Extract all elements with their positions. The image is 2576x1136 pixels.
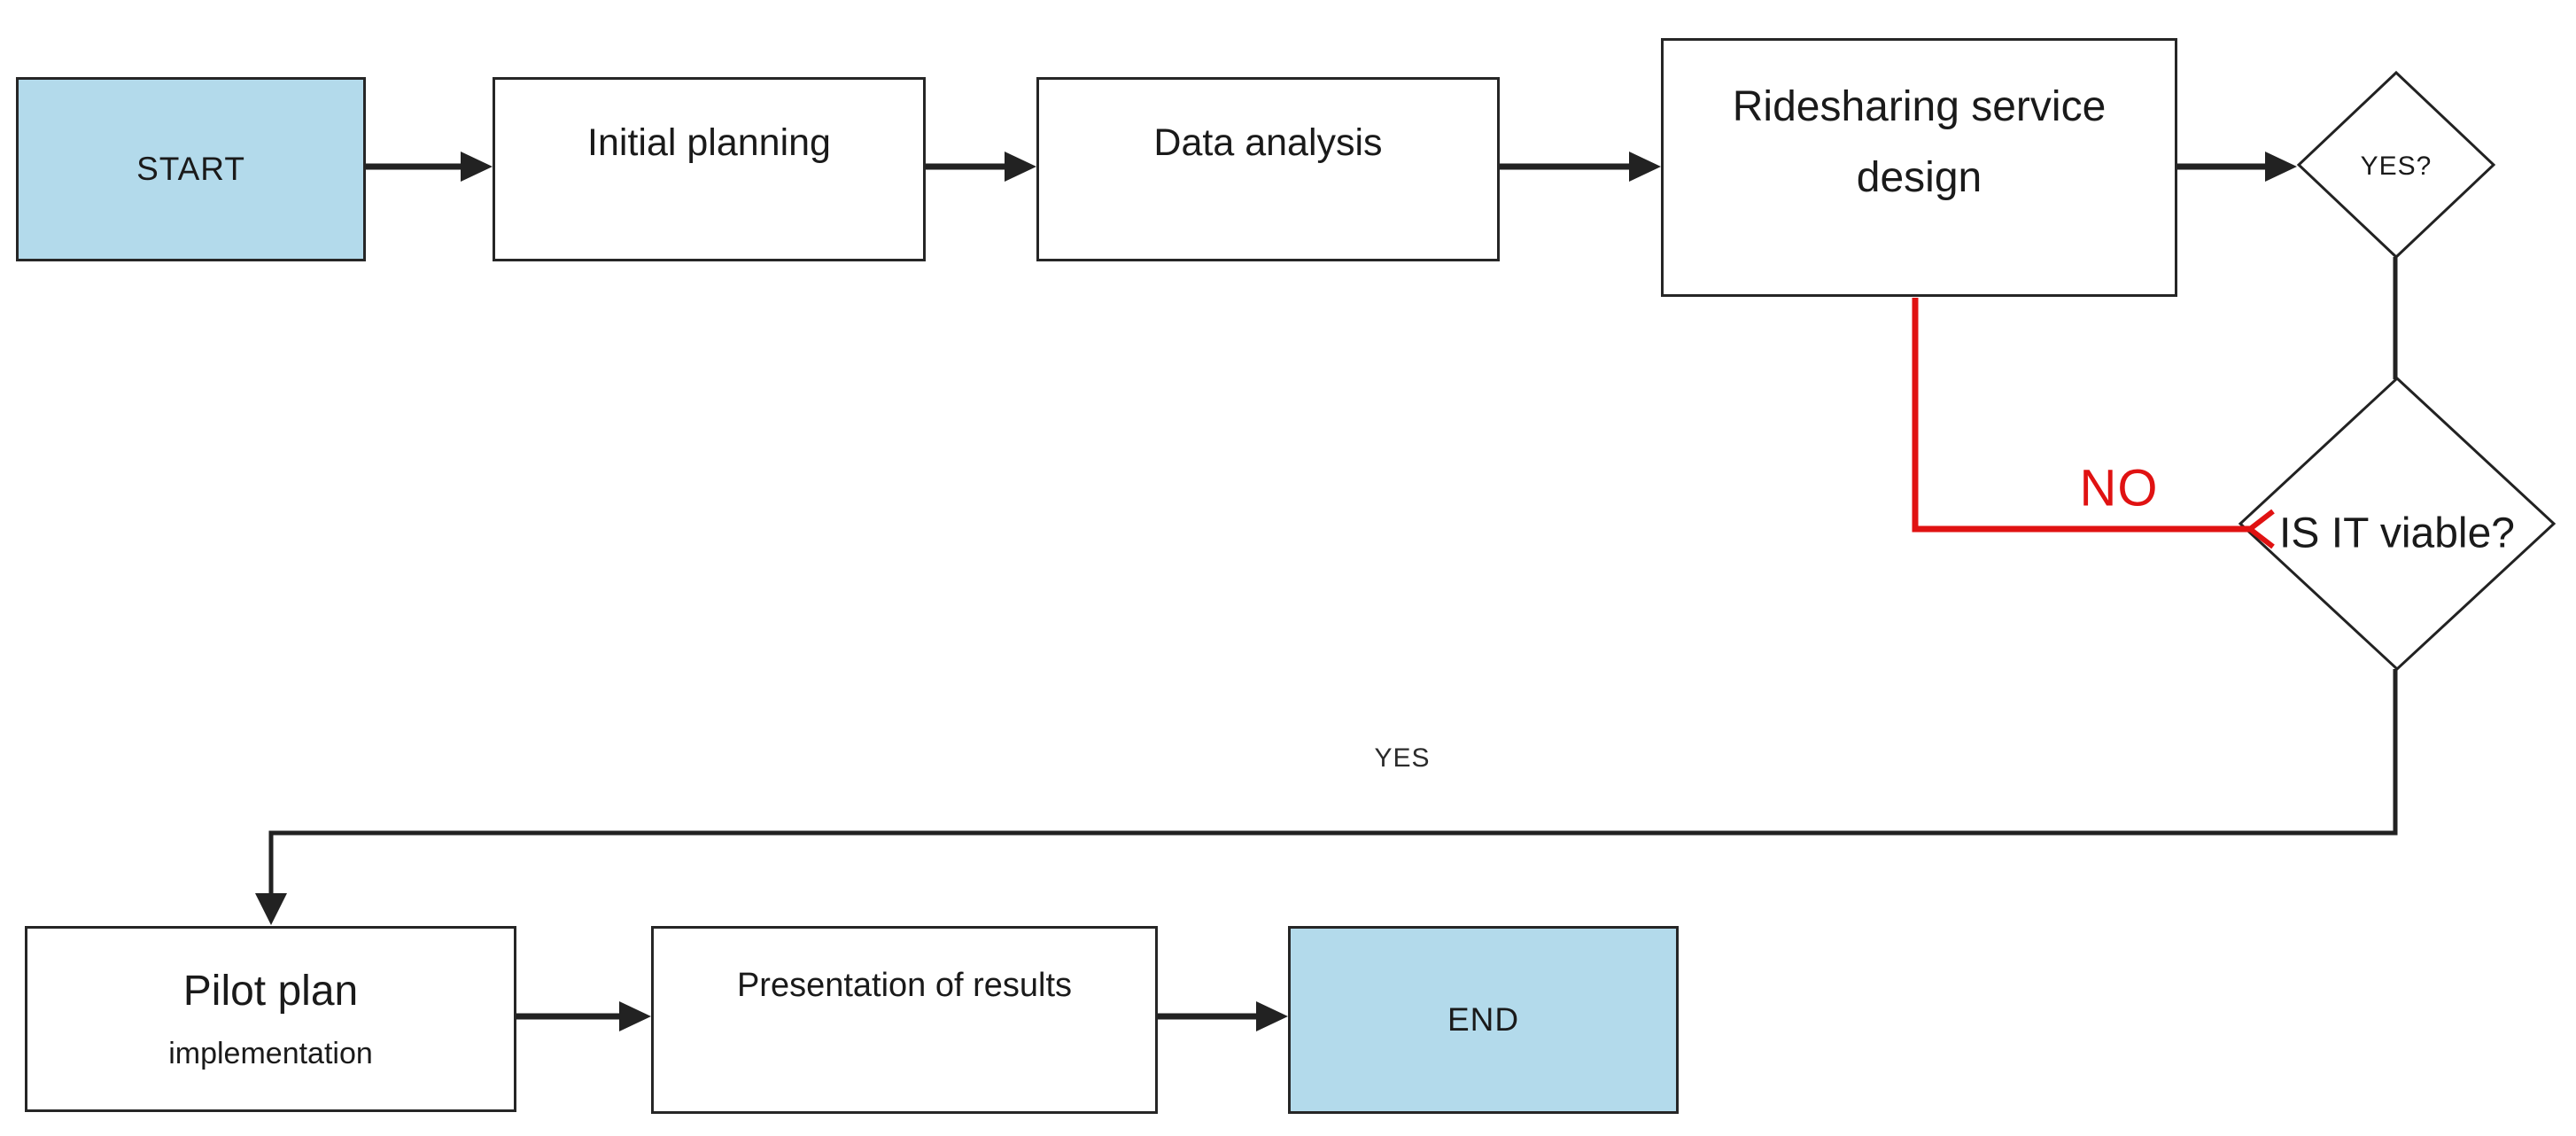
edge-label-yes: YES (1374, 743, 1431, 773)
node-presentation-of-results: Presentation of results (651, 926, 1158, 1114)
node-pilot-plan-sublabel: implementation (168, 1037, 373, 1070)
node-data-analysis: Data analysis (1036, 77, 1500, 261)
node-pilot-plan-label: Pilot plan (182, 968, 359, 1015)
edge-pilot-plan-to-presentation (516, 1001, 651, 1031)
edge-viability-check-yes-to-pilot-plan (255, 669, 2398, 925)
node-end-label: END (1447, 1001, 1520, 1038)
node-end: END (1288, 926, 1679, 1114)
edge-label-no: NO (2079, 459, 2159, 517)
decision-yes-check-label: YES? (2360, 152, 2432, 181)
decision-viability-check-label: IS IT viable? (2279, 510, 2515, 557)
red-chevron-arrowhead-icon (2246, 509, 2275, 549)
node-pilot-plan: Pilot plan implementation (25, 926, 516, 1112)
edge-presentation-to-end (1158, 1001, 1288, 1031)
edge-ridesharing-design-to-yes-check (2177, 152, 2297, 182)
node-initial-planning-label: Initial planning (587, 121, 831, 164)
edge-start-to-initial-planning (366, 152, 493, 182)
node-start: START (16, 77, 366, 261)
edge-data-analysis-to-ridesharing-design (1500, 152, 1661, 182)
node-ridesharing-service-design: Ridesharing service design (1661, 38, 2177, 297)
node-ridesharing-service-design-label: Ridesharing service design (1732, 83, 2107, 201)
node-start-label: START (136, 151, 245, 187)
edge-initial-planning-to-data-analysis (926, 152, 1036, 182)
node-presentation-of-results-label: Presentation of results (736, 966, 1073, 1004)
edge-viability-check-no-to-ridesharing-design (1912, 298, 2275, 549)
node-data-analysis-label: Data analysis (1153, 121, 1383, 164)
node-initial-planning: Initial planning (493, 77, 926, 261)
